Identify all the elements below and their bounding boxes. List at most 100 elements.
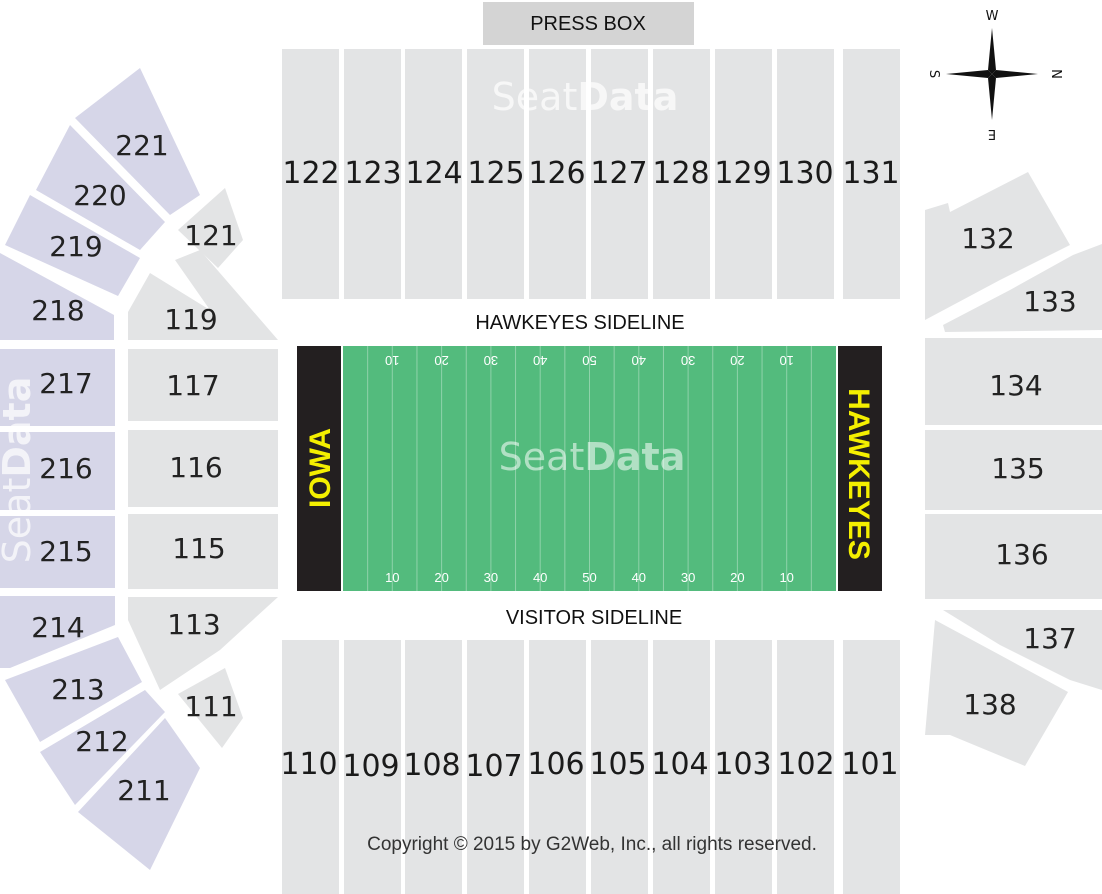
section-101[interactable] <box>843 640 900 894</box>
section-117[interactable] <box>128 349 278 421</box>
section-132[interactable] <box>925 172 1070 320</box>
section-116[interactable] <box>128 430 278 507</box>
section-119[interactable] <box>128 250 278 340</box>
yard-number: 40 <box>533 353 547 368</box>
yard-number: 20 <box>434 353 448 368</box>
section-126[interactable] <box>529 49 586 299</box>
section-108[interactable] <box>405 640 462 894</box>
section-label: 133 <box>1023 285 1076 318</box>
section-label: 108 <box>403 748 460 783</box>
yard-number: 10 <box>385 570 399 585</box>
section-113[interactable] <box>128 597 278 690</box>
section-104[interactable] <box>653 640 710 894</box>
section-102[interactable] <box>777 640 834 894</box>
section-218[interactable] <box>0 253 114 340</box>
section-216[interactable] <box>0 432 115 510</box>
section-128[interactable] <box>653 49 710 299</box>
section-211[interactable] <box>78 718 200 870</box>
section-label: 132 <box>961 222 1014 255</box>
copyright-notice: Copyright © 2015 by G2Web, Inc., all rig… <box>367 834 817 855</box>
north-stands: 122 123 124 125 126 127 128 129 130 131 <box>282 49 900 299</box>
section-label: 138 <box>963 688 1016 721</box>
compass-north-label: N <box>1048 69 1063 79</box>
section-label: 126 <box>528 156 585 191</box>
section-label: 102 <box>777 747 834 782</box>
section-label: 129 <box>714 156 771 191</box>
section-label: 214 <box>31 611 84 644</box>
section-138[interactable] <box>925 620 1068 766</box>
section-111[interactable] <box>178 668 243 748</box>
yard-number: 10 <box>385 353 399 368</box>
section-label: 104 <box>651 747 708 782</box>
yard-number: 30 <box>484 570 498 585</box>
section-125[interactable] <box>467 49 524 299</box>
yard-number: 20 <box>730 570 744 585</box>
section-217[interactable] <box>0 349 115 426</box>
section-label: 218 <box>31 294 84 327</box>
section-label: 109 <box>342 749 399 784</box>
section-123[interactable] <box>344 49 401 299</box>
compass-east-label: E <box>988 126 996 141</box>
section-219[interactable] <box>5 195 140 296</box>
section-121[interactable] <box>178 188 243 268</box>
section-110[interactable] <box>282 640 339 894</box>
section-103[interactable] <box>715 640 772 894</box>
section-label: 116 <box>169 451 222 484</box>
section-213[interactable] <box>5 637 142 742</box>
yard-number: 40 <box>632 353 646 368</box>
press-box <box>483 2 694 45</box>
section-105[interactable] <box>591 640 648 894</box>
section-label: 215 <box>39 535 92 568</box>
east-endzone <box>838 346 882 591</box>
section-label: 212 <box>75 725 128 758</box>
yard-number: 10 <box>779 570 793 585</box>
section-215[interactable] <box>0 516 115 588</box>
section-212[interactable] <box>40 690 165 805</box>
section-124[interactable] <box>405 49 462 299</box>
west-lower-stands: 121 119 117 116 115 113 111 <box>128 188 278 748</box>
home-sideline-label: HAWKEYES SIDELINE <box>475 312 684 334</box>
watermark-north: SeatData <box>492 75 679 119</box>
section-136[interactable] <box>925 514 1102 599</box>
section-106[interactable] <box>529 640 586 894</box>
section-label: 119 <box>164 303 217 336</box>
yard-number: 20 <box>434 570 448 585</box>
yard-number: 50 <box>582 570 596 585</box>
east-endzone-label: HAWKEYES <box>842 388 875 560</box>
section-133[interactable] <box>943 244 1102 332</box>
section-221[interactable] <box>75 68 200 215</box>
section-131[interactable] <box>843 49 900 299</box>
section-107[interactable] <box>467 640 524 894</box>
section-label: 137 <box>1023 622 1076 655</box>
section-label: 122 <box>282 156 339 191</box>
east-stands: 132 133 134 135 136 137 138 <box>925 172 1102 766</box>
section-label: 117 <box>166 369 219 402</box>
section-115[interactable] <box>128 514 278 589</box>
section-214[interactable] <box>0 596 115 668</box>
south-stands: 110 109 108 107 106 105 104 103 102 101 <box>280 640 900 894</box>
west-endzone <box>297 346 341 591</box>
section-129[interactable] <box>715 49 772 299</box>
section-label: 219 <box>49 230 102 263</box>
section-122[interactable] <box>282 49 339 299</box>
yard-number: 10 <box>779 353 793 368</box>
section-label: 105 <box>589 747 646 782</box>
playing-field <box>343 346 836 591</box>
section-109[interactable] <box>344 640 401 894</box>
compass-south-label: S <box>926 70 941 78</box>
watermark-west: SeatData <box>0 377 39 564</box>
section-220[interactable] <box>36 125 165 250</box>
section-label: 217 <box>39 367 92 400</box>
section-135[interactable] <box>925 430 1102 510</box>
section-label: 131 <box>842 156 899 191</box>
section-127[interactable] <box>591 49 648 299</box>
section-130[interactable] <box>777 49 834 299</box>
section-label: 128 <box>652 156 709 191</box>
section-134[interactable] <box>925 338 1102 425</box>
section-137[interactable] <box>943 610 1102 690</box>
section-label: 124 <box>405 156 462 191</box>
west-upper-stands: 221 220 219 218 217 216 215 214 213 212 … <box>0 68 200 870</box>
